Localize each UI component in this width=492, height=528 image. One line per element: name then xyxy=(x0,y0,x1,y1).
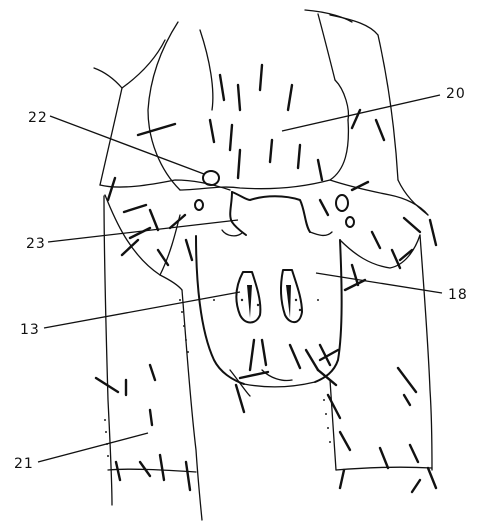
label-13: 13 xyxy=(20,322,40,338)
stippling xyxy=(104,299,331,457)
labels: 20 22 23 18 13 21 xyxy=(14,86,468,472)
leader-23 xyxy=(48,220,238,242)
body-outline xyxy=(94,10,432,520)
leader-13 xyxy=(44,292,240,328)
central-organs xyxy=(236,270,302,323)
leader-21 xyxy=(38,433,148,462)
label-23: 23 xyxy=(26,236,46,252)
setae xyxy=(96,65,436,492)
leader-22 xyxy=(50,116,204,174)
label-21: 21 xyxy=(14,456,34,472)
leader-20 xyxy=(282,95,440,131)
label-20: 20 xyxy=(446,86,466,102)
label-22: 22 xyxy=(28,110,48,126)
label-18: 18 xyxy=(448,287,468,303)
